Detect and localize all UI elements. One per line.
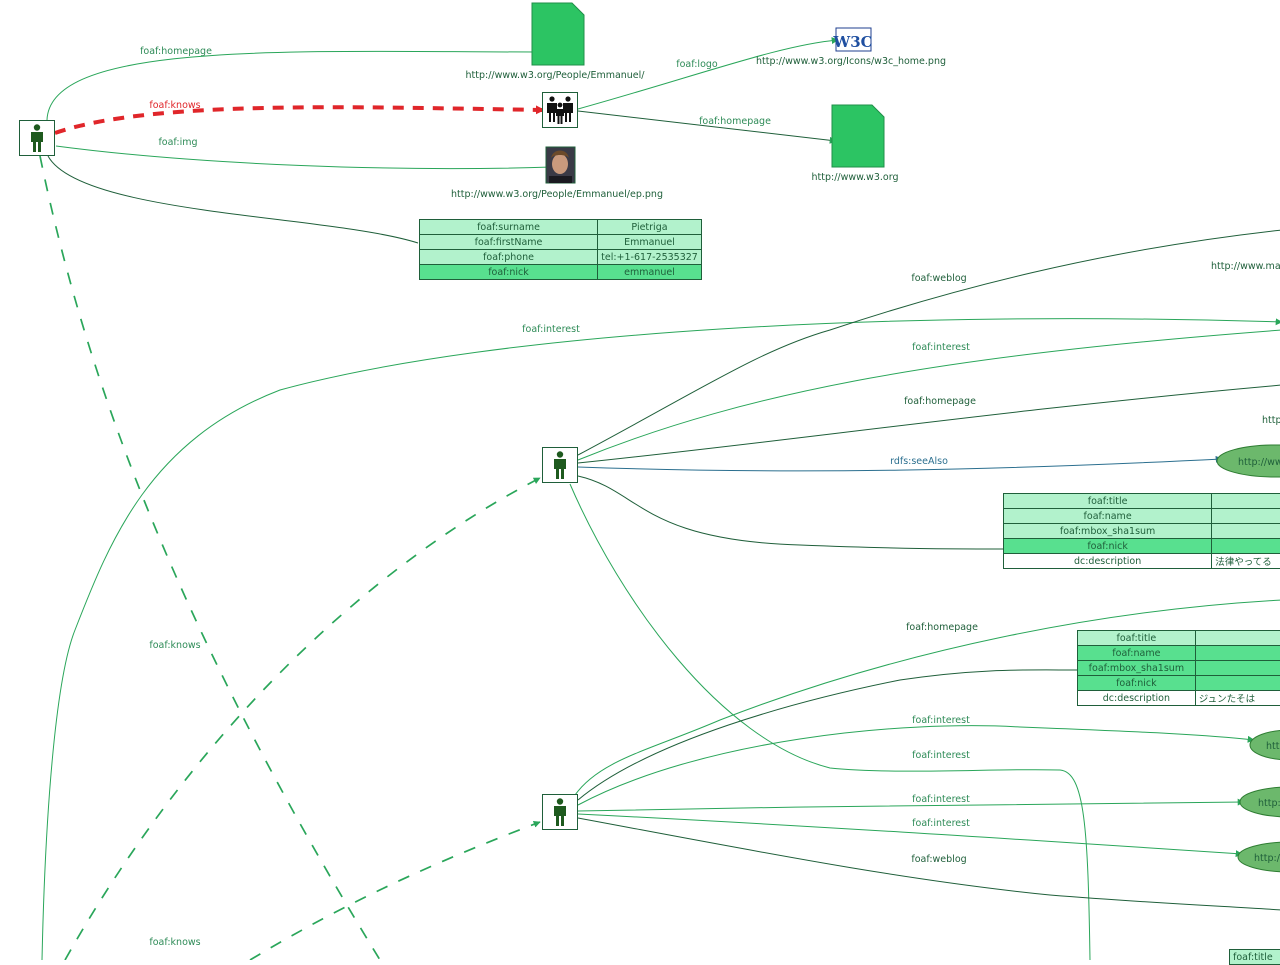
property-cell: dc:description [1078,691,1196,706]
value-cell [1212,494,1280,509]
edge-label-interest-2b: foaf:interest [912,750,970,761]
photo-image-emmanuel[interactable] [546,147,575,183]
property-cell: foaf:mbox_sha1sum [1004,524,1212,539]
literal-table-person4-partial: foaf:title [1229,949,1280,965]
property-cell: foaf:name [1078,646,1196,661]
value-cell: 法律やってる [1212,554,1280,569]
person-icon-3[interactable] [543,795,578,830]
node-url-photo[interactable]: http://www.w3.org/People/Emmanuel/ep.png [451,189,663,200]
value-cell [1195,676,1280,691]
person-icon-2[interactable] [543,448,578,483]
value-cell: tel:+1-617-2535327 [598,250,702,265]
table-row[interactable]: foaf:title [1004,494,1280,509]
node-url-w3c[interactable]: http://www.w3.org [812,172,899,183]
property-cell: foaf:firstName [420,235,598,250]
person-icon-emmanuel[interactable] [20,121,55,156]
edge-label-logo: foaf:logo [676,59,718,70]
table-row[interactable]: foaf:mbox_sha1sum [1004,524,1280,539]
value-cell [1212,539,1280,554]
value-cell [1195,646,1280,661]
property-cell: foaf:name [1004,509,1212,524]
edge-knows-left[interactable] [40,156,380,960]
edge-interest-2d[interactable] [578,814,1242,854]
literal-table-person3: foaf:title foaf:name foaf:mbox_sha1sum f… [1077,630,1280,706]
table-row[interactable]: foaf:name [1078,646,1280,661]
edge-interest-2c[interactable] [578,802,1244,811]
property-cell: dc:description [1004,554,1212,569]
property-cell: foaf:title [1078,631,1196,646]
node-url-interest-partial-a[interactable]: http [1266,741,1280,752]
edge-label-knows-bottom: foaf:knows [149,937,200,948]
edge-knows-to-person3[interactable] [250,822,540,960]
table-row[interactable]: foaf:title [1078,631,1280,646]
edge-label-knows-left: foaf:knows [149,640,200,651]
node-url-homepage-partial[interactable]: http [1262,415,1280,426]
node-url-weblog-partial[interactable]: http://www.mar [1211,261,1280,272]
value-cell: ジュンたそは [1195,691,1280,706]
node-url-w3c-logo[interactable]: http://www.w3.org/Icons/w3c_home.png [756,56,946,67]
property-cell: foaf:phone [420,250,598,265]
edge-label-weblog-1: foaf:weblog [911,273,966,284]
property-cell: foaf:surname [420,220,598,235]
edge-label-interest-2c: foaf:interest [912,794,970,805]
edge-label-knows-red: foaf:knows [149,100,200,111]
edge-label-seealso: rdfs:seeAlso [890,456,948,467]
value-cell: Emmanuel [598,235,702,250]
edge-label-interest-big: foaf:interest [522,324,580,335]
edge-label-homepage-w3c: foaf:homepage [699,116,771,127]
edge-label-homepage-top: foaf:homepage [140,46,212,57]
edge-knows-to-person2[interactable] [65,478,540,960]
document-icon-w3c[interactable] [832,105,884,167]
value-cell: emmanuel [598,265,702,280]
value-cell [1195,661,1280,676]
node-url-emmanuel-homepage[interactable]: http://www.w3.org/People/Emmanuel/ [466,70,646,81]
literal-table-person2: foaf:title foaf:name foaf:mbox_sha1sum f… [1003,493,1280,569]
w3c-logo-text: W3C [832,33,872,51]
edge-label-homepage-2: foaf:homepage [906,622,978,633]
property-cell: foaf:nick [1078,676,1196,691]
property-cell: foaf:title [1004,494,1212,509]
node-url-seealso-partial[interactable]: http://ww [1238,457,1280,468]
value-cell: Pietriga [598,220,702,235]
edge-label-interest-2a: foaf:interest [912,715,970,726]
edge-literals-emmanuel[interactable] [48,156,418,243]
document-icon-emmanuel-homepage[interactable] [532,3,584,65]
edge-img[interactable] [56,146,552,169]
property-cell: foaf:mbox_sha1sum [1078,661,1196,676]
property-cell: foaf:nick [1004,539,1212,554]
w3c-logo-image[interactable]: W3C [832,28,872,51]
table-row[interactable]: foaf:title [1230,950,1280,965]
group-icon[interactable] [543,93,578,128]
property-cell: foaf:title [1230,950,1280,965]
edge-label-interest-2d: foaf:interest [912,818,970,829]
value-cell [1212,509,1280,524]
table-row[interactable]: foaf:mbox_sha1sum [1078,661,1280,676]
table-row[interactable]: foaf:nick [1004,539,1280,554]
edge-knows-red[interactable] [55,107,544,133]
edge-label-interest-1: foaf:interest [912,342,970,353]
node-url-interest-partial-b[interactable]: http: [1258,798,1280,809]
edge-label-img: foaf:img [158,137,197,148]
value-cell [1195,631,1280,646]
edge-homepage-top[interactable] [47,51,538,120]
node-url-interest-partial-c[interactable]: http:/ [1254,853,1280,864]
edge-literals-person2[interactable] [578,476,1003,549]
value-cell [1212,524,1280,539]
edge-label-weblog-2: foaf:weblog [911,854,966,865]
edge-label-homepage-1: foaf:homepage [904,396,976,407]
property-cell: foaf:nick [420,265,598,280]
table-row[interactable]: foaf:name [1004,509,1280,524]
table-row[interactable]: foaf:nick [1078,676,1280,691]
